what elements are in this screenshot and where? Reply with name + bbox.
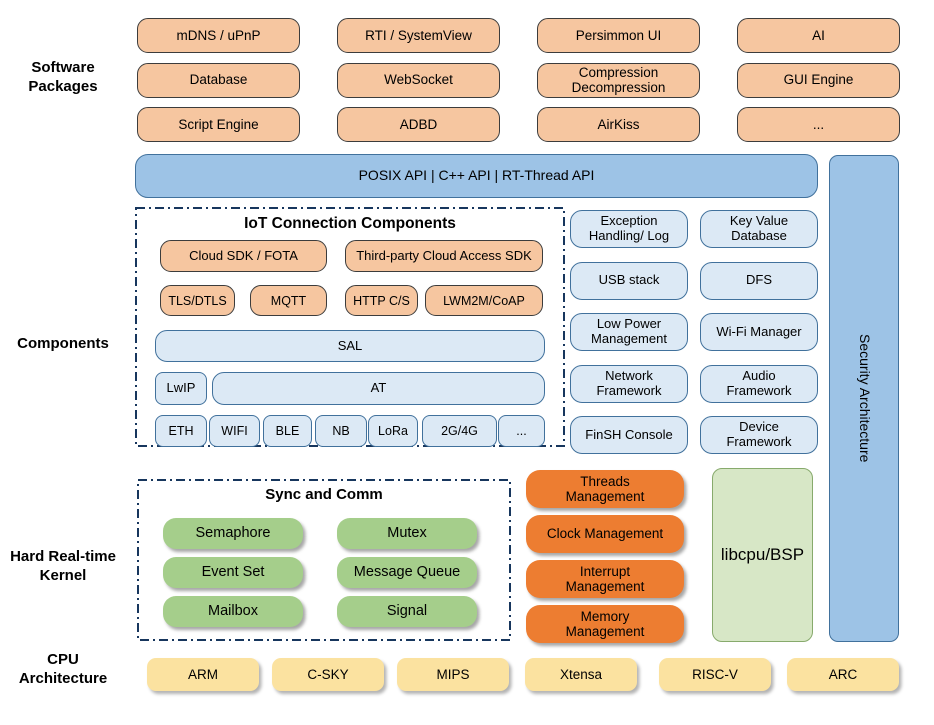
iot-box-lwm2m-coap: LWM2M/CoAP xyxy=(425,285,543,316)
iot-box-mqtt: MQTT xyxy=(250,285,327,316)
package-box-airkiss: AirKiss xyxy=(537,107,700,142)
kernel-box-clock-management: Clock Management xyxy=(526,515,684,553)
dashed-border xyxy=(137,479,511,641)
iot-box-tls-dtls: TLS/DTLS xyxy=(160,285,235,316)
label-hard-real-time-kernel: Hard Real-time Kernel xyxy=(10,548,116,584)
iot-box-sal: SAL xyxy=(155,330,545,362)
components-grid: Exception Handling/ Log Key Value Databa… xyxy=(570,210,818,454)
package-box-script-engine: Script Engine xyxy=(137,107,300,142)
iot-box-lora: LoRa xyxy=(368,415,418,447)
sync-and-comm-title: Sync and Comm xyxy=(265,486,383,503)
cpu-box-arm: ARM xyxy=(147,658,259,691)
iot-connection-components-box: IoT Connection Components Cloud SDK / FO… xyxy=(135,207,565,447)
package-box-mdns-upnp: mDNS / uPnP xyxy=(137,18,300,53)
label-components: Components xyxy=(17,335,109,352)
iot-box-wifi: WIFI xyxy=(209,415,260,447)
package-box-more: ... xyxy=(737,107,900,142)
iot-box-http-cs: HTTP C/S xyxy=(345,285,418,316)
component-box-finsh-console: FinSH Console xyxy=(570,416,688,454)
kernel-box-memory-management: Memory Management xyxy=(526,605,684,643)
cpu-box-risc-v: RISC-V xyxy=(659,658,771,691)
iot-connection-title: IoT Connection Components xyxy=(244,215,456,232)
component-box-usb-stack: USB stack xyxy=(570,261,688,300)
iot-box-eth: ETH xyxy=(155,415,207,447)
iot-box-third-party-cloud: Third-party Cloud Access SDK xyxy=(345,240,543,272)
component-box-dfs: DFS xyxy=(700,261,818,300)
cpu-box-mips: MIPS xyxy=(397,658,509,691)
component-box-audio-framework: Audio Framework xyxy=(700,364,818,403)
component-box-wifi-manager: Wi-Fi Manager xyxy=(700,313,818,351)
sync-box-mailbox: Mailbox xyxy=(163,596,303,627)
security-architecture-bar: Security Architecture xyxy=(829,155,899,642)
component-box-device-framework: Device Framework xyxy=(700,416,818,454)
api-bar: POSIX API | C++ API | RT-Thread API xyxy=(135,154,818,198)
iot-box-nb: NB xyxy=(315,415,367,447)
package-box-compression: Compression Decompression xyxy=(537,62,700,98)
sync-and-comm-box: Sync and Comm Semaphore Mutex Event Set … xyxy=(137,479,511,641)
package-box-ai: AI xyxy=(737,18,900,53)
kernel-box-threads-management: Threads Management xyxy=(526,470,684,508)
sync-box-event-set: Event Set xyxy=(163,557,303,588)
sync-box-signal: Signal xyxy=(337,596,477,627)
cpu-box-arc: ARC xyxy=(787,658,899,691)
component-box-exception-handling-log: Exception Handling/ Log xyxy=(570,210,688,248)
kernel-box-interrupt-management: Interrupt Management xyxy=(526,560,684,598)
package-box-gui-engine: GUI Engine xyxy=(737,62,900,98)
package-box-rti-systemview: RTI / SystemView xyxy=(337,18,500,53)
kernel-management-stack: Threads Management Clock Management Inte… xyxy=(526,470,684,643)
package-box-database: Database xyxy=(137,62,300,98)
iot-box-cloud-sdk-fota: Cloud SDK / FOTA xyxy=(160,240,327,272)
sync-green-grid: Semaphore Mutex Event Set Message Queue … xyxy=(163,518,477,627)
iot-box-more: ... xyxy=(498,415,545,447)
sync-box-message-queue: Message Queue xyxy=(337,557,477,588)
component-box-key-value-database: Key Value Database xyxy=(700,210,818,248)
cpu-box-c-sky: C-SKY xyxy=(272,658,384,691)
iot-box-lwip: LwIP xyxy=(155,372,207,405)
label-software-packages: Software Packages xyxy=(28,59,98,95)
software-packages-grid: mDNS / uPnP RTI / SystemView Persimmon U… xyxy=(137,18,900,142)
package-box-persimmon-ui: Persimmon UI xyxy=(537,18,700,53)
iot-box-2g4g: 2G/4G xyxy=(422,415,497,447)
iot-box-ble: BLE xyxy=(263,415,312,447)
component-box-low-power-management: Low Power Management xyxy=(570,313,688,351)
label-cpu-architecture: CPU Architecture xyxy=(18,651,108,687)
sync-box-semaphore: Semaphore xyxy=(163,518,303,549)
package-box-adbd: ADBD xyxy=(337,107,500,142)
libcpu-bsp-box: libcpu/BSP xyxy=(712,468,813,642)
package-box-websocket: WebSocket xyxy=(337,62,500,98)
cpu-box-xtensa: Xtensa xyxy=(525,658,637,691)
component-box-network-framework: Network Framework xyxy=(570,364,688,403)
iot-box-at: AT xyxy=(212,372,545,405)
sync-box-mutex: Mutex xyxy=(337,518,477,549)
